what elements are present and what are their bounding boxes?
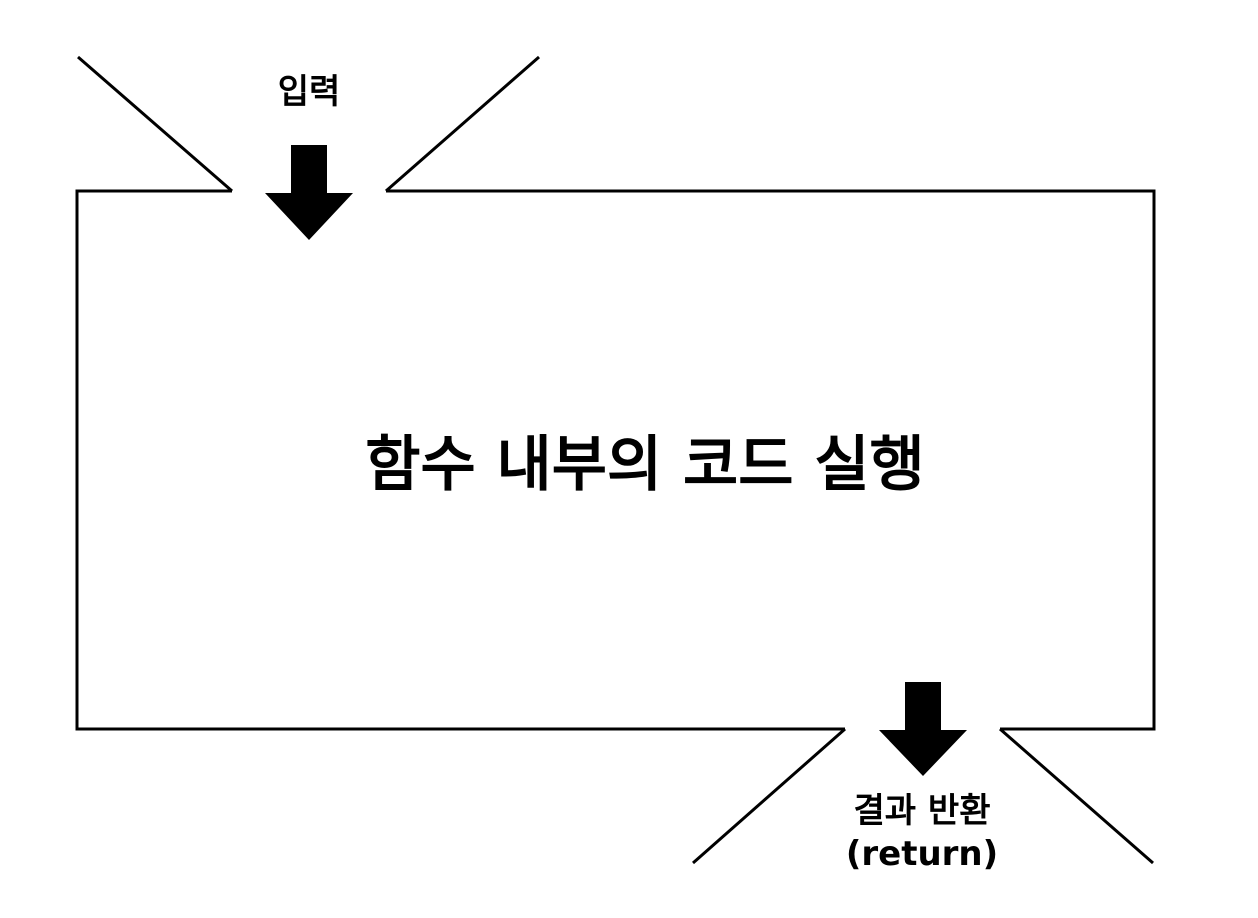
- function-box-outline: [75, 189, 845, 731]
- input-label: 입력: [278, 72, 341, 112]
- input-funnel-right: [385, 55, 540, 193]
- function-box-outline-right: [386, 189, 1156, 731]
- output-label-line2: (return): [846, 834, 998, 874]
- input-funnel-left: [77, 55, 233, 193]
- output-funnel-right: [999, 727, 1154, 865]
- output-arrow-icon: [879, 682, 967, 776]
- center-label: 함수 내부의 코드 실행: [365, 430, 924, 500]
- output-label-line1: 결과 반환: [854, 791, 991, 831]
- input-arrow-icon: [265, 145, 353, 240]
- output-funnel-left: [692, 727, 846, 865]
